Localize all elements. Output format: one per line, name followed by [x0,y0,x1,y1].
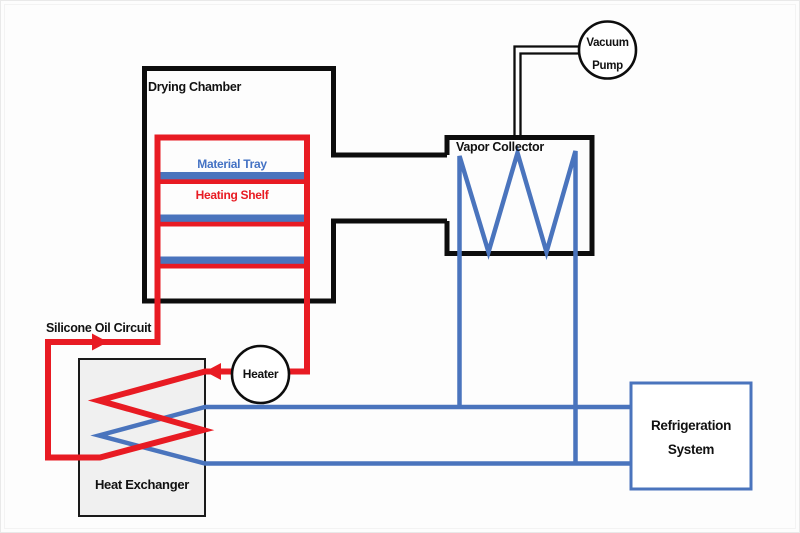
refrigeration-system-box [629,381,753,491]
heat-exchanger-label: Heat Exchanger [94,476,190,492]
material-tray-label: Material Tray [197,157,267,171]
heating-shelf-label: Heating Shelf [195,187,269,202]
vacuum-pump-label: Vacuum Pump [578,32,637,78]
oil-flow-arrow-left [205,363,221,380]
oil-flow-arrow-right [92,333,108,351]
vapor-collector-outline [444,135,595,256]
tray-plate-2 [160,214,306,222]
refrigerant-loop-pipe [90,404,635,466]
silicone-oil-circuit-label: Silicone Oil Circuit [46,320,152,335]
vacuum-line-outer [513,45,583,140]
refrigeration-system-label-line2: System [667,441,715,457]
heater-node [230,344,291,405]
vacuum-line-inner [519,52,583,140]
vapor-collector-label: Vapor Collector [456,140,544,154]
tray-plate-3 [160,256,306,264]
tray-plate-1 [160,172,306,180]
drying-chamber-outline [142,66,336,304]
heater-label: Heater [242,366,279,381]
vacuum-pump-node [577,20,638,80]
vapor-collector-coil [457,144,578,464]
vacuum-pump-label-line2: Pump [592,60,623,72]
refrigeration-system-label-line1: Refrigeration [650,418,732,433]
drying-chamber-label: Drying Chamber [148,80,242,94]
refrigeration-system-label: Refrigeration System [631,414,751,461]
vacuum-pump-label-line1: Vacuum [586,37,629,49]
